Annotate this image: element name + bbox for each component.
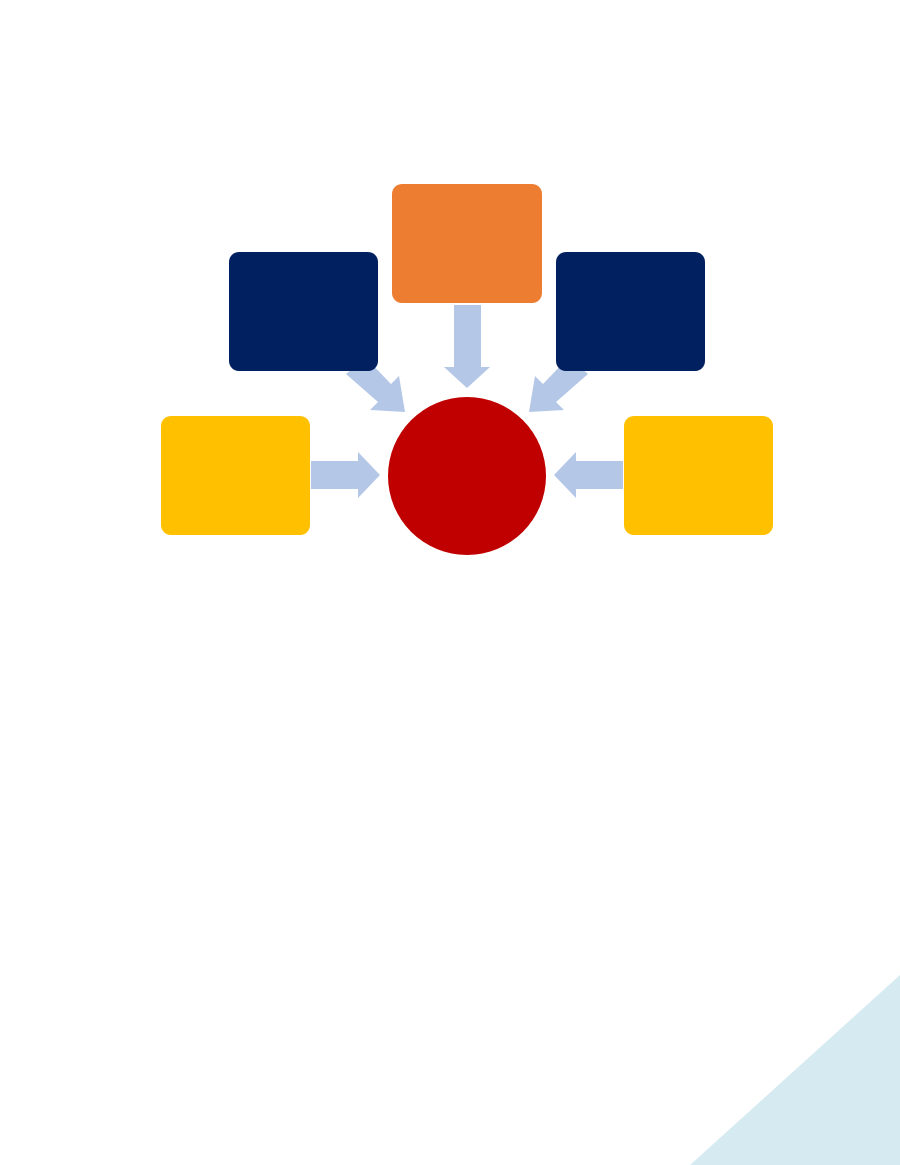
arrow-top-to-center: [444, 305, 490, 388]
arrows-group: [311, 305, 623, 498]
node-upper-left: [229, 252, 378, 371]
node-left-box: [161, 416, 310, 535]
node-top: [392, 184, 542, 303]
node-upper-right: [556, 252, 705, 371]
arrow-upper-right-to-center: [529, 358, 588, 412]
corner-triangle-decoration: [690, 975, 900, 1165]
node-left: [161, 416, 310, 535]
node-right: [624, 416, 773, 535]
arrow-left-to-center: [311, 452, 380, 498]
node-right-box: [624, 416, 773, 535]
node-upper-left-box: [229, 252, 378, 371]
node-top-box: [392, 184, 542, 303]
center-node: [388, 397, 546, 555]
center-circle: [388, 397, 546, 555]
arrow-upper-left-to-center: [346, 358, 405, 412]
arrow-right-to-center: [554, 452, 623, 498]
node-upper-right-box: [556, 252, 705, 371]
